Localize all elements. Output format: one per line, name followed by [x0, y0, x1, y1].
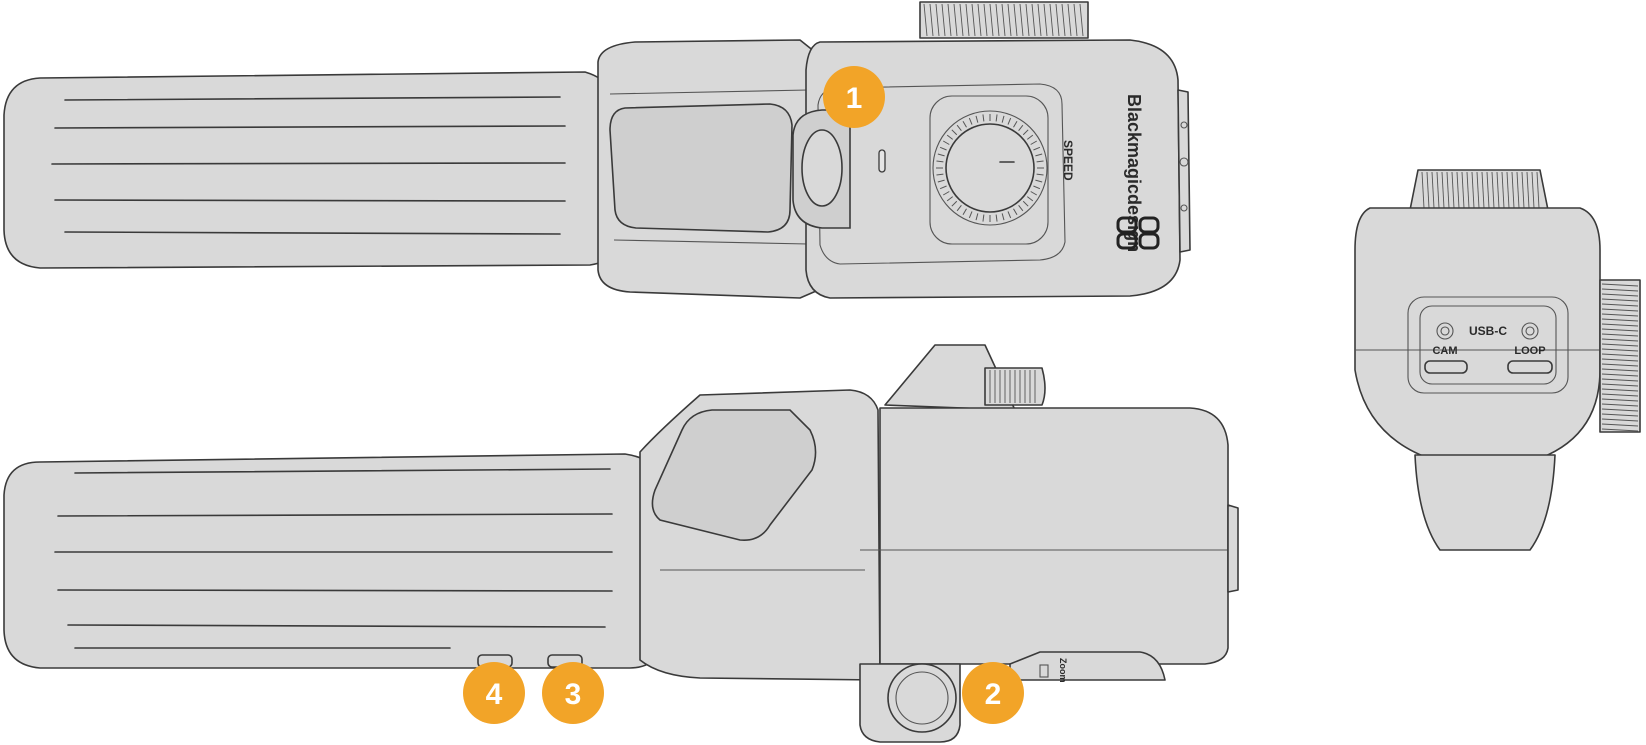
top-thumb-rest [609, 103, 793, 233]
brand-logo-icon [1116, 216, 1160, 250]
side-record-button[interactable] [887, 663, 957, 733]
speed-label: SPEED [1061, 140, 1075, 181]
usb-c-label: USB-C [1469, 324, 1507, 338]
speed-dial[interactable] [945, 123, 1035, 213]
port-panel [1407, 296, 1569, 394]
side-head [879, 407, 1229, 665]
loop-usb-c-port[interactable] [1507, 360, 1553, 374]
loop-indicator-icon [1521, 322, 1539, 340]
top-grip-ridges [51, 96, 566, 235]
top-grip [3, 71, 621, 269]
side-knurl-lines [989, 370, 1036, 403]
callout-2: 2 [962, 662, 1024, 724]
end-body [1354, 207, 1601, 471]
brand-wordmark: Blackmagicdesign [1124, 94, 1144, 252]
cam-label: CAM [1432, 345, 1457, 357]
speed-dial-ticks [936, 114, 1044, 222]
callout-4: 4 [463, 662, 525, 724]
side-grip-ridges [54, 468, 613, 649]
zoom-label: Zoom [1058, 658, 1068, 683]
tally-light [878, 149, 886, 173]
loop-label: LOOP [1514, 345, 1545, 357]
svg-text:2: 2 [985, 678, 1002, 711]
end-knurl-lines [1421, 171, 1540, 209]
svg-text:3: 3 [565, 678, 582, 711]
side-switch-panel [1009, 651, 1166, 681]
record-button[interactable] [801, 129, 843, 207]
side-thumb-rest [651, 409, 817, 542]
top-view-handle: SPEED Blackmagicdesign [3, 1, 1191, 299]
callout-3: 3 [542, 662, 604, 724]
top-knurl-wheel[interactable] [919, 1, 1089, 39]
svg-text:4: 4 [486, 678, 503, 711]
side-grip [3, 453, 661, 669]
side-view-handle: Zoom [3, 344, 1239, 743]
cam-usb-c-port[interactable] [1424, 360, 1468, 374]
end-side-knurl-lines [1601, 283, 1639, 432]
end-view: USB-C CAM LOOP [1354, 169, 1641, 551]
callout-1: 1 [823, 66, 885, 128]
svg-text:1: 1 [846, 82, 863, 115]
end-bottom-tab [1414, 454, 1556, 551]
cam-indicator-icon [1436, 322, 1454, 340]
top-knurl-lines [923, 3, 1084, 37]
